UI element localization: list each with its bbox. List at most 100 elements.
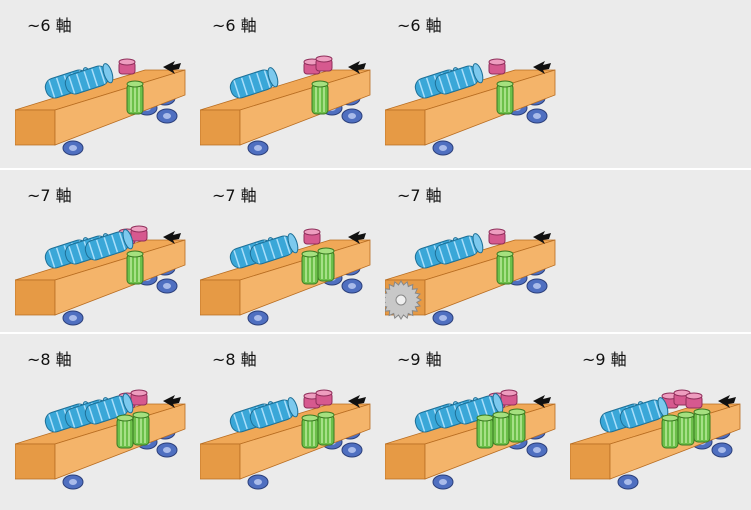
pink-cutter-head <box>500 389 518 406</box>
green-cutter-head <box>496 80 514 115</box>
pink-cutter-head <box>315 389 333 406</box>
moulder-8-axis-a-icon <box>15 389 186 490</box>
green-cutter-head <box>126 250 144 285</box>
moulder-8-axis-b-icon <box>200 389 371 490</box>
blue-cutter-head <box>229 67 279 99</box>
bottom-roller <box>247 310 269 326</box>
blue-cutter-head <box>619 397 669 429</box>
blue-cutter-head <box>249 233 299 265</box>
feed-direction-arrow-icon <box>163 231 181 244</box>
bottom-roller <box>432 310 454 326</box>
moulder-9-axis-b-icon <box>570 389 741 490</box>
green-cutter-head <box>661 414 679 449</box>
green-cutter-head <box>317 411 335 446</box>
feed-direction-arrow-icon <box>533 231 551 244</box>
config-cell: ~9 軸 <box>385 334 570 494</box>
green-cutter-head <box>492 411 510 446</box>
axis-label: ~6 軸 <box>397 16 442 35</box>
blue-cutter-head <box>84 229 134 261</box>
illustration-group <box>15 225 186 326</box>
bottom-roller <box>62 140 84 156</box>
feed-direction-arrow-icon <box>348 231 366 244</box>
green-cutter-head <box>126 80 144 115</box>
feed-direction-arrow-icon <box>163 61 181 74</box>
green-cutter-head <box>693 408 711 443</box>
bottom-roller <box>526 442 548 458</box>
row-6-axis: ~6 軸 ~6 軸 ~6 軸 <box>0 0 751 168</box>
green-cutter-head <box>496 250 514 285</box>
pink-cutter-head <box>488 228 506 245</box>
config-cell: ~7 軸 <box>15 170 200 330</box>
saw-blade-icon <box>385 280 423 320</box>
axis-label: ~7 軸 <box>27 186 72 205</box>
wood-board-end <box>385 443 426 480</box>
green-cutter-head <box>301 250 319 285</box>
moulder-6-axis-a-icon <box>15 58 186 156</box>
bottom-roller <box>341 442 363 458</box>
pink-cutter-head <box>315 55 333 72</box>
config-cell: ~6 軸 <box>200 0 385 160</box>
feed-direction-arrow-icon <box>348 395 366 408</box>
bottom-roller <box>62 310 84 326</box>
axis-label: ~9 軸 <box>397 350 442 369</box>
wood-board-end <box>200 443 241 480</box>
pink-cutter-head <box>130 225 148 242</box>
moulder-7-axis-b-icon <box>200 228 371 326</box>
wood-board-end <box>570 443 611 480</box>
blue-cutter-head <box>434 233 484 265</box>
row-divider-1 <box>0 168 751 170</box>
axis-label: ~6 軸 <box>27 16 72 35</box>
illustration-group <box>15 58 186 156</box>
axis-label: ~8 軸 <box>27 350 72 369</box>
blue-cutter-head <box>64 63 114 95</box>
axis-label: ~7 軸 <box>397 186 442 205</box>
feed-direction-arrow-icon <box>533 61 551 74</box>
blue-cutter-head <box>249 397 299 429</box>
row-divider-2 <box>0 332 751 334</box>
feed-direction-arrow-icon <box>718 395 736 408</box>
axis-label: ~9 軸 <box>582 350 627 369</box>
wood-board-end <box>15 109 56 146</box>
bottom-roller <box>62 474 84 490</box>
bottom-roller <box>247 474 269 490</box>
pink-cutter-head <box>488 58 506 75</box>
wood-board-end <box>385 109 426 146</box>
green-cutter-head <box>301 414 319 449</box>
pink-cutter-head <box>130 389 148 406</box>
pink-cutter-head <box>685 392 703 409</box>
bottom-roller <box>711 442 733 458</box>
illustration-group <box>200 389 371 490</box>
green-cutter-head <box>476 414 494 449</box>
moulder-9-axis-a-icon <box>385 389 556 490</box>
bottom-roller <box>617 474 639 490</box>
bottom-roller <box>156 442 178 458</box>
bottom-roller <box>341 278 363 294</box>
illustration-group <box>200 55 371 156</box>
wood-board-end <box>200 109 241 146</box>
illustration-group <box>570 389 741 490</box>
wood-board-end <box>200 279 241 316</box>
config-cell: ~7 軸 <box>200 170 385 330</box>
axis-label: ~7 軸 <box>212 186 257 205</box>
row-7-axis: ~7 軸 ~7 軸 ~7 軸 <box>0 170 751 332</box>
pink-cutter-head <box>303 228 321 245</box>
axis-label: ~6 軸 <box>212 16 257 35</box>
wood-board-end <box>15 279 56 316</box>
illustration-group <box>15 389 186 490</box>
green-cutter-head <box>132 411 150 446</box>
config-cell: ~8 軸 <box>15 334 200 494</box>
bottom-roller <box>341 108 363 124</box>
moulder-6-axis-b-icon <box>200 55 371 156</box>
illustration-group <box>385 389 556 490</box>
feed-direction-arrow-icon <box>533 395 551 408</box>
green-cutter-head <box>317 247 335 282</box>
bottom-roller <box>432 140 454 156</box>
blue-cutter-head <box>434 63 484 95</box>
bottom-roller <box>156 278 178 294</box>
config-cell: ~7 軸 <box>385 170 570 330</box>
bottom-roller <box>526 278 548 294</box>
feed-direction-arrow-icon <box>348 61 366 74</box>
green-cutter-head <box>508 408 526 443</box>
bottom-roller <box>247 140 269 156</box>
wood-board-end <box>15 443 56 480</box>
